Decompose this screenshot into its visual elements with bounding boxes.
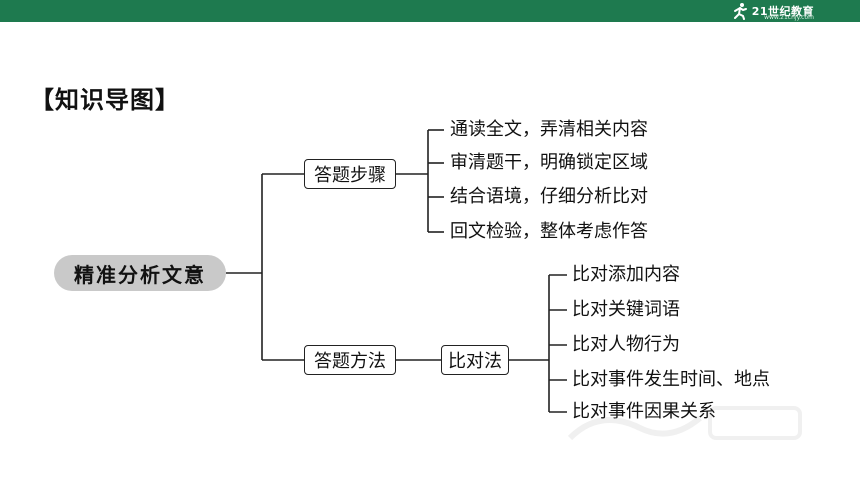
page-title: 【知识导图】 xyxy=(30,86,180,114)
compare-item: 比对添加内容 xyxy=(572,264,680,285)
step-item: 结合语境，仔细分析比对 xyxy=(450,186,648,207)
logo-text: 21世纪教育 xyxy=(751,5,814,18)
step-item: 审清题干，明确锁定区域 xyxy=(450,152,648,173)
runner-icon xyxy=(733,3,747,20)
compare-item: 比对事件因果关系 xyxy=(572,401,716,422)
node-methods: 答题方法 xyxy=(304,345,396,375)
root-node: 精准分析文意 xyxy=(54,255,226,291)
step-item: 通读全文，弄清相关内容 xyxy=(450,119,648,140)
step-item: 回文检验，整体考虑作答 xyxy=(450,221,648,242)
node-steps: 答题步骤 xyxy=(304,159,396,189)
top-banner: 21世纪教育 www.21cnjy.com xyxy=(0,0,860,22)
compare-item: 比对人物行为 xyxy=(572,334,680,355)
compare-item: 比对事件发生时间、地点 xyxy=(572,369,770,390)
compare-item: 比对关键词语 xyxy=(572,299,680,320)
watermark-logo xyxy=(567,406,802,441)
node-compare: 比对法 xyxy=(441,345,509,375)
logo-url: www.21cnjy.com xyxy=(764,14,814,21)
brand-logo: 21世纪教育 www.21cnjy.com xyxy=(731,2,814,21)
